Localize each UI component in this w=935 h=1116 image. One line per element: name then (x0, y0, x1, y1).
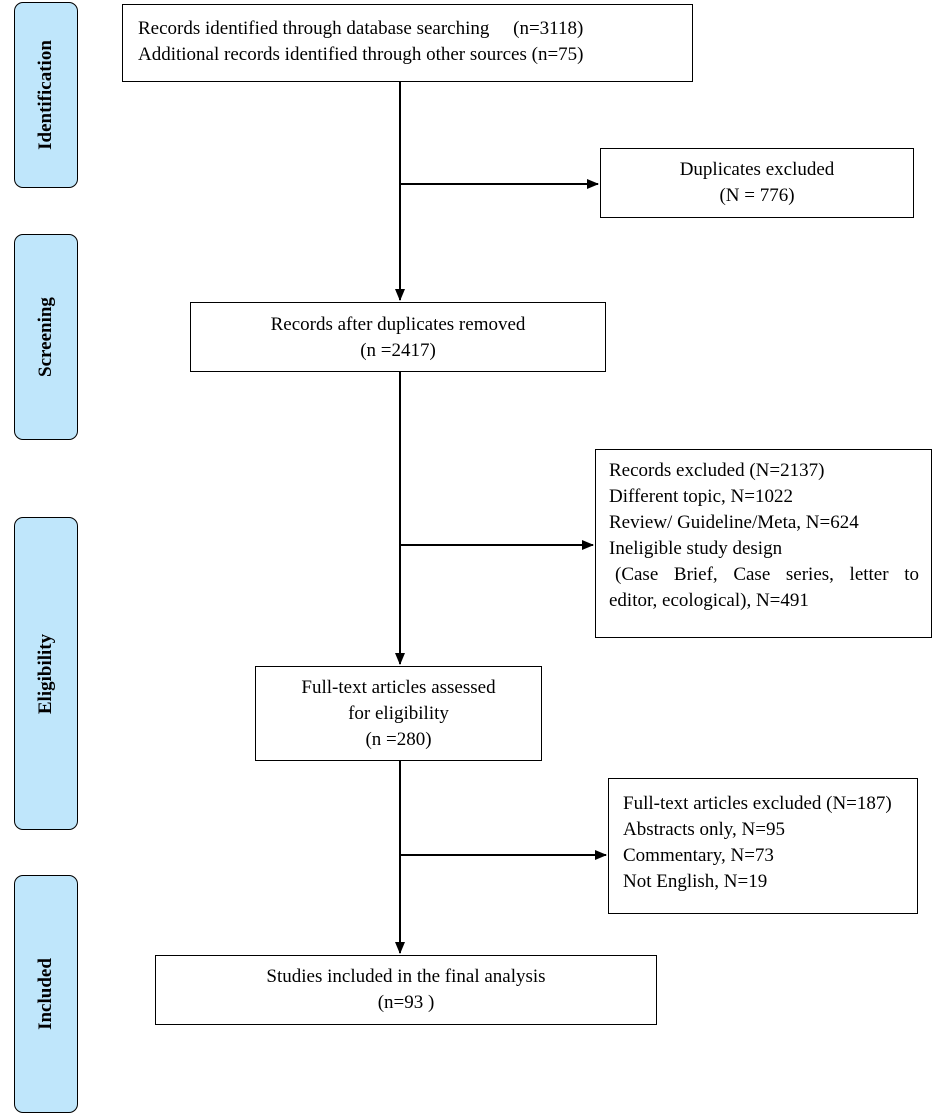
records-excluded-topic: Different topic, N=1022 (609, 486, 793, 507)
studies-included-count: (n=93 ) (377, 992, 435, 1013)
duplicates-excluded-label: Duplicates excluded (679, 159, 835, 180)
records-identified-other-text: Additional records identified through ot… (138, 44, 584, 65)
records-screened-label: Records after duplicates removed (270, 314, 526, 335)
records-excluded-review: Review/ Guideline/Meta, N=624 (609, 512, 859, 533)
records-screened-count: (n =2417) (360, 340, 436, 361)
fulltext-assessed-label-2: for eligibility (348, 703, 449, 724)
studies-included-label: Studies included in the final analysis (266, 966, 546, 987)
studies-included-box: Studies included in the final analysis (… (155, 955, 657, 1025)
records-screened-box: Records after duplicates removed (n =241… (190, 302, 606, 372)
records-excluded-design-count: editor, ecological), N=491 (609, 590, 809, 611)
duplicates-excluded-box: Duplicates excluded (N = 776) (600, 148, 914, 218)
duplicates-excluded-count: (N = 776) (719, 185, 795, 206)
fulltext-excluded-commentary: Commentary, N=73 (623, 845, 774, 866)
records-excluded-box: Records excluded (N=2137) Different topi… (595, 449, 932, 638)
fulltext-assessed-box: Full-text articles assessed for eligibil… (255, 666, 542, 761)
fulltext-excluded-total: Full-text articles excluded (N=187) (623, 793, 892, 814)
fulltext-excluded-language: Not English, N=19 (623, 871, 768, 892)
stage-label-screening: Screening (14, 234, 78, 440)
stage-label-included: Included (14, 875, 78, 1113)
records-identified-box: Records identified through database sear… (122, 4, 693, 82)
records-identified-database-text: Records identified through database sear… (138, 18, 584, 39)
stage-label-identification: Identification (14, 2, 78, 188)
records-excluded-total: Records excluded (N=2137) (609, 460, 825, 481)
records-excluded-design: Ineligible study design (609, 538, 783, 559)
fulltext-assessed-count: (n =280) (365, 729, 432, 750)
fulltext-excluded-box: Full-text articles excluded (N=187) Abst… (608, 778, 918, 914)
stage-label-eligibility: Eligibility (14, 517, 78, 830)
fulltext-excluded-abstracts: Abstracts only, N=95 (623, 819, 785, 840)
records-excluded-design-detail: (Case Brief, Case series, letter to (615, 564, 919, 585)
fulltext-assessed-label-1: Full-text articles assessed (301, 677, 496, 698)
